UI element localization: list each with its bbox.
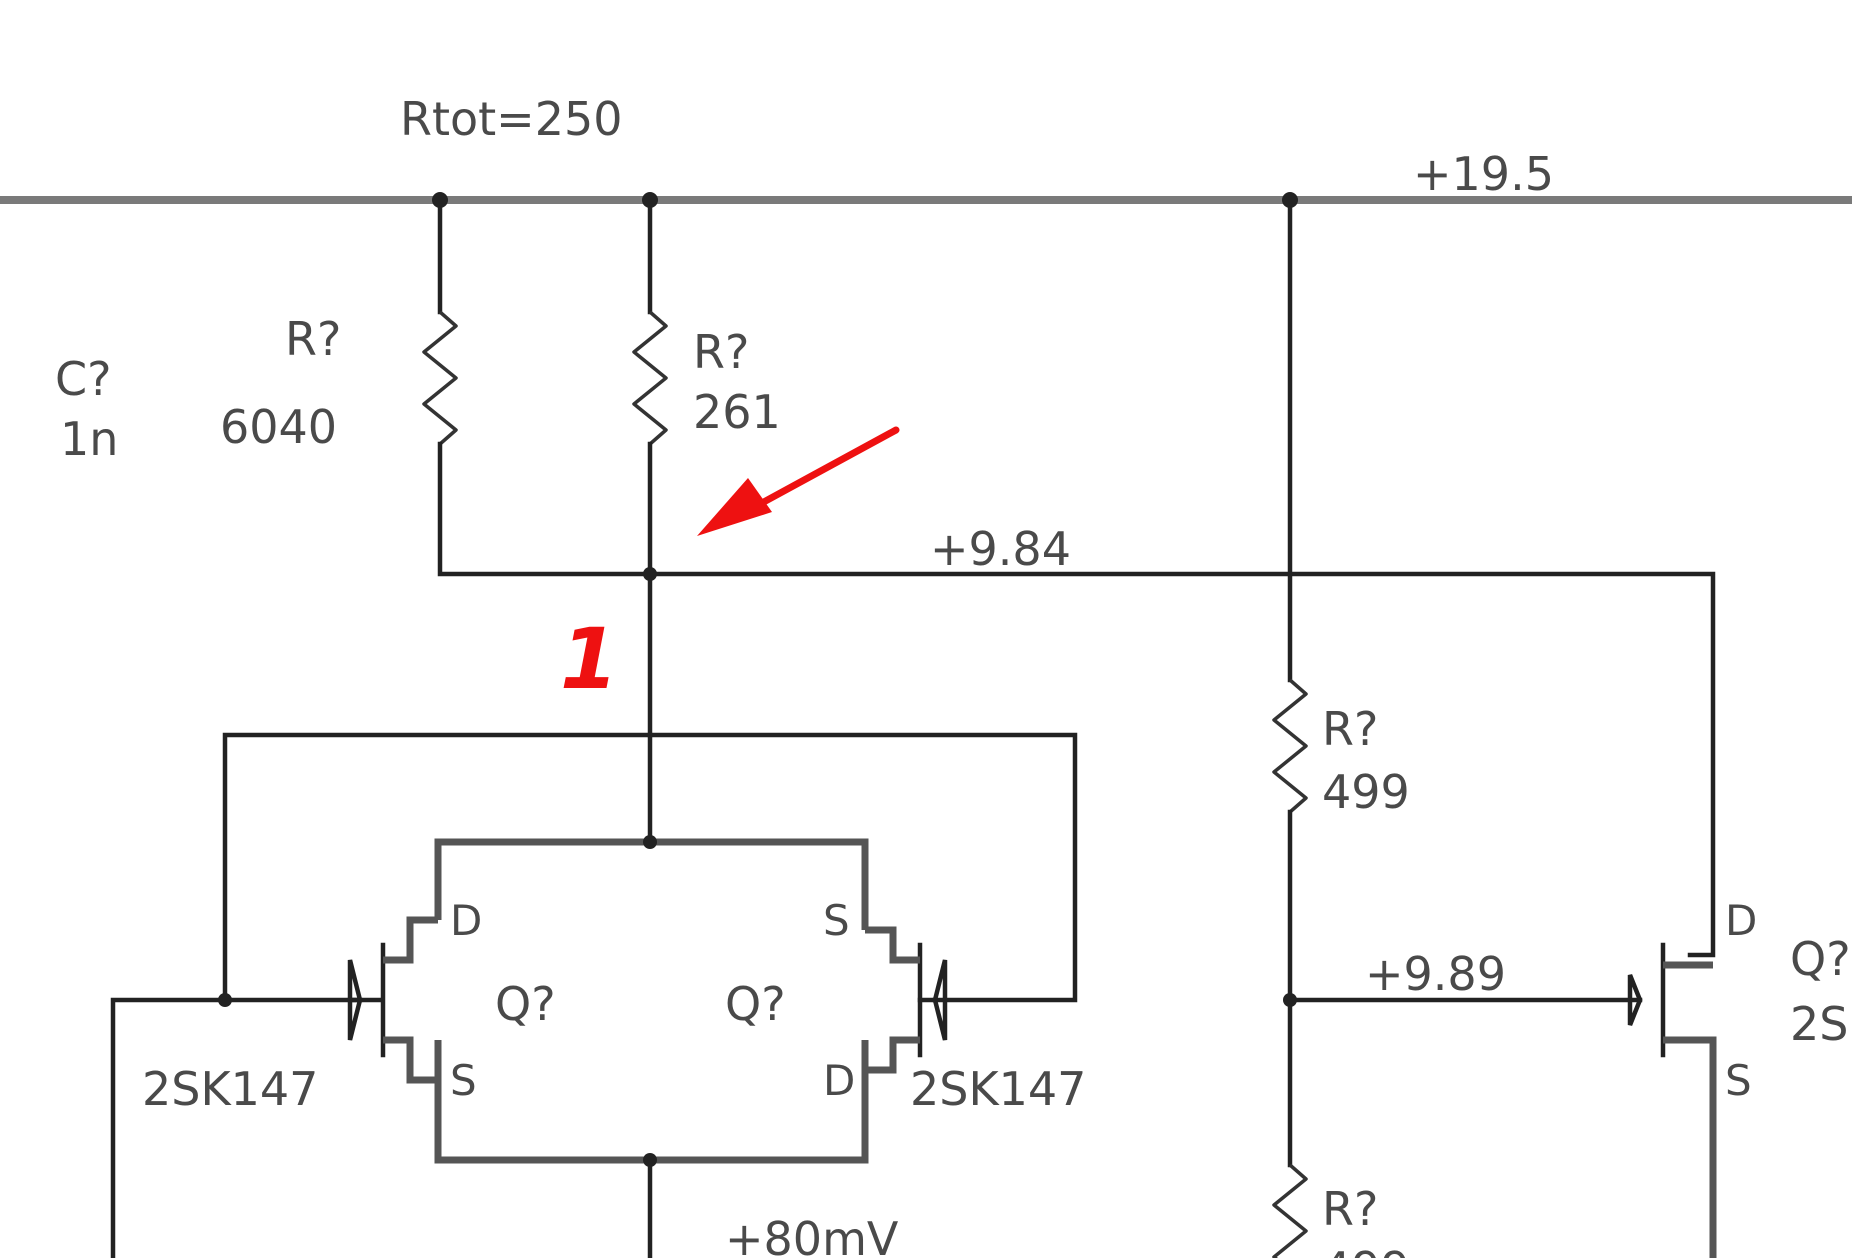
jfet-q2 [865, 926, 948, 1074]
q3-drain-label: D [1725, 896, 1757, 945]
annotation-marker: 1 [560, 610, 618, 708]
node-voltage-label: +9.84 [930, 522, 1071, 576]
q3-source-label: S [1725, 1056, 1752, 1105]
input-wire [110, 997, 363, 1258]
node-wire-9-84 [647, 571, 1716, 958]
rtot-label: Rtot=250 [400, 92, 623, 146]
jfet-pair-box [434, 838, 869, 1258]
resistor-261 [632, 197, 668, 843]
q1-drain-label: D [450, 896, 482, 945]
resistor-499-ref: R? [1322, 702, 1378, 756]
junction-dots [218, 192, 1298, 1167]
resistor-499-lower-ref: R? [1322, 1182, 1378, 1236]
resistor-261-ref: R? [693, 325, 749, 379]
q3-part-number: 2S [1790, 997, 1848, 1051]
feedback-loop [647, 732, 1078, 1003]
resistor-499-lower-value: 499 [1322, 1242, 1410, 1258]
resistor-499-upper [1272, 197, 1308, 1258]
resistor-6040-ref: R? [285, 312, 341, 366]
q3-ref: Q? [1790, 932, 1851, 986]
resistor-499-value: 499 [1322, 765, 1410, 819]
q2-source-label: S [823, 896, 850, 945]
resistor-261-value: 261 [693, 385, 781, 439]
supply-voltage-label: +19.5 [1413, 147, 1554, 201]
jfet-q3 [1627, 942, 1717, 1258]
source-voltage-label: +80mV [725, 1212, 899, 1258]
feedback-loop-left [222, 732, 653, 1003]
q2-part-number: 2SK147 [910, 1062, 1086, 1116]
q2-drain-label: D [823, 1056, 855, 1105]
jfet-q1 [347, 916, 442, 1084]
q1-part-number: 2SK147 [142, 1062, 318, 1116]
resistor-6040-value: 6040 [220, 400, 337, 454]
q1-source-label: S [450, 1056, 477, 1105]
annotation-arrow [697, 426, 900, 536]
gate-voltage-label: +9.89 [1365, 947, 1506, 1001]
capacitor-ref: C? [55, 352, 112, 406]
q2-ref: Q? [725, 977, 786, 1031]
q1-ref: Q? [495, 977, 556, 1031]
resistor-6040 [422, 197, 653, 577]
capacitor-value: 1n [60, 412, 118, 466]
